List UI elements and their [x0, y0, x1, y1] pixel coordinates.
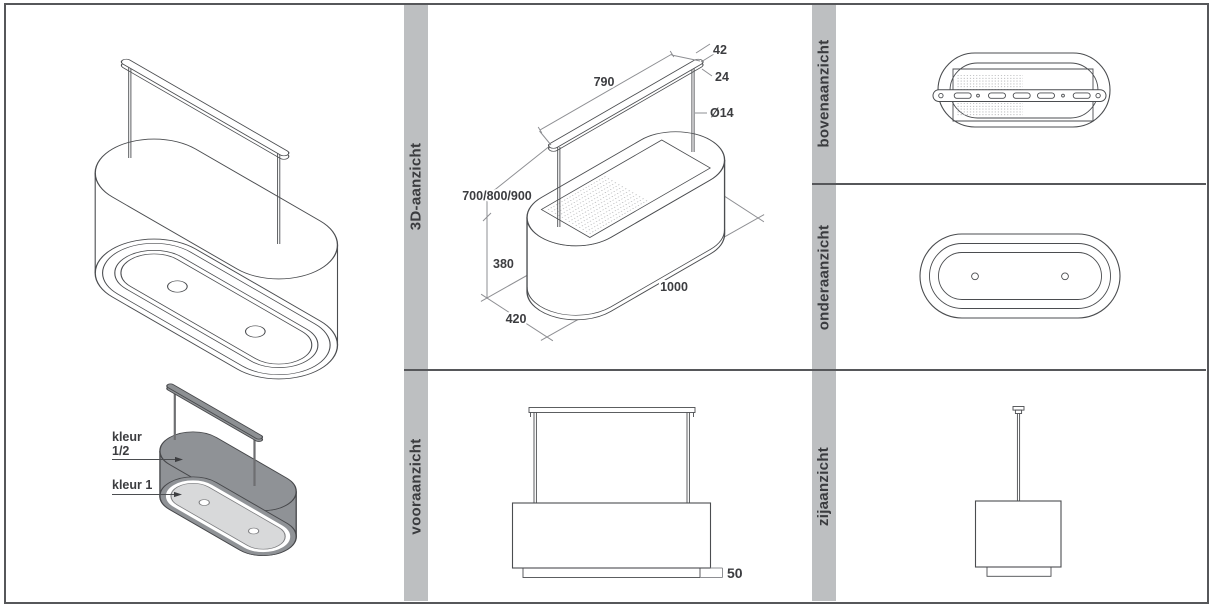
side-view-drawing — [974, 406, 1062, 577]
hood-body-side — [974, 500, 1062, 568]
dimension-texts: 790 42 24 Ø14 700/800/900 380 1000 420 — [460, 41, 735, 328]
bottom-panel — [938, 252, 1102, 300]
ceiling-rail — [528, 407, 696, 413]
mounting-bar — [932, 89, 1107, 102]
panel-3d-and-colour: kleur 1/2 kleur 1 — [6, 4, 404, 601]
ceiling-mount — [1012, 406, 1025, 411]
panel-side-view — [836, 371, 1206, 601]
kleur-bottom-label: kleur 1 — [112, 478, 152, 492]
hood-outline-top — [937, 52, 1111, 128]
leader-arrow-icon — [174, 491, 182, 498]
ceiling-plate — [952, 68, 1094, 122]
hood-outline-bottom — [919, 233, 1121, 319]
plinth-dimension-lines — [700, 567, 723, 578]
hood-plinth — [522, 567, 701, 578]
top-view-drawing — [932, 52, 1111, 128]
view-label-front: vooraanzicht — [407, 437, 425, 535]
suspension-poles — [128, 63, 281, 244]
bottom-edge-round — [526, 229, 726, 316]
hood-body-front — [511, 502, 712, 569]
dim-rail-width: 42 — [713, 43, 727, 57]
label-bar-bottom-view: onderaanzicht — [812, 185, 836, 369]
view-label-top: bovenaanzicht — [815, 39, 833, 148]
dim-plinth-height: 50 — [727, 565, 743, 581]
side-view — [974, 406, 1062, 577]
front-view-drawing: 50 — [511, 407, 745, 583]
view-label-bottom: onderaanzicht — [815, 224, 833, 330]
light-spot-icon — [971, 272, 979, 281]
light-spot-icon — [247, 527, 260, 535]
view-label-side: zijaanzicht — [815, 446, 833, 526]
hood-body-3d — [526, 131, 726, 321]
dim-pole-diameter: Ø14 — [710, 106, 734, 120]
dimensioned-3d-drawing: 790 42 24 Ø14 700/800/900 380 1000 420 — [460, 41, 765, 342]
label-bar-front-view: vooraanzicht — [404, 371, 428, 601]
dim-body-length: 1000 — [660, 280, 688, 294]
label-bar-3d-view: 3D-aanzicht — [404, 4, 428, 369]
label-bar-top-view: bovenaanzicht — [812, 4, 836, 183]
dim-body-depth: 420 — [506, 312, 527, 326]
colour-annotations: kleur 1/2 kleur 1 — [112, 430, 183, 498]
bottom-view-drawing — [919, 233, 1121, 319]
dim-rail-length: 790 — [594, 75, 615, 89]
light-spot-icon — [167, 280, 188, 293]
view-label-3d: 3D-aanzicht — [407, 142, 425, 231]
height-dimension-lines — [482, 144, 552, 298]
light-spot-icon — [198, 499, 210, 506]
dim-body-height: 380 — [493, 257, 514, 271]
suspension-poles — [557, 65, 695, 227]
hood-plinth-side — [986, 566, 1052, 577]
suspension-rail — [120, 58, 290, 160]
mounting-slots — [938, 92, 1101, 99]
dim-mounting-heights: 700/800/900 — [462, 189, 532, 203]
label-bar-side-view: zijaanzicht — [812, 371, 836, 601]
leader-arrow-icon — [175, 456, 183, 463]
hood-3d-wireframe — [94, 58, 339, 380]
suspension-rail — [547, 58, 704, 152]
filter-area — [540, 139, 712, 238]
panel-bottom-view — [836, 185, 1206, 369]
hood-bottom-face — [94, 238, 339, 380]
panel-front-view: 50 — [428, 371, 812, 601]
kleur-body-label-2: 1/2 — [112, 444, 129, 458]
hood-colour-view: kleur 1/2 kleur 1 — [112, 383, 297, 556]
dim-rail-thickness: 24 — [715, 70, 729, 84]
hood-bottom-colour — [159, 476, 297, 556]
front-view: 50 — [511, 407, 745, 583]
hood-top-face — [94, 138, 339, 280]
panel-top-view — [836, 4, 1206, 183]
light-spot-icon — [1061, 272, 1069, 281]
panel-dimensioned-3d: 790 42 24 Ø14 700/800/900 380 1000 420 — [428, 4, 812, 369]
rail-dimension-lines — [537, 43, 715, 146]
top-view — [932, 52, 1111, 128]
3d-view-drawing: kleur 1/2 kleur 1 — [94, 58, 339, 556]
kleur-body-label: kleur — [112, 430, 142, 444]
bottom-view — [919, 233, 1121, 319]
suspension-rail-colour — [166, 383, 264, 442]
light-spot-icon — [244, 325, 266, 338]
horizontal-divider — [404, 369, 1206, 371]
horizontal-divider — [812, 183, 1206, 185]
